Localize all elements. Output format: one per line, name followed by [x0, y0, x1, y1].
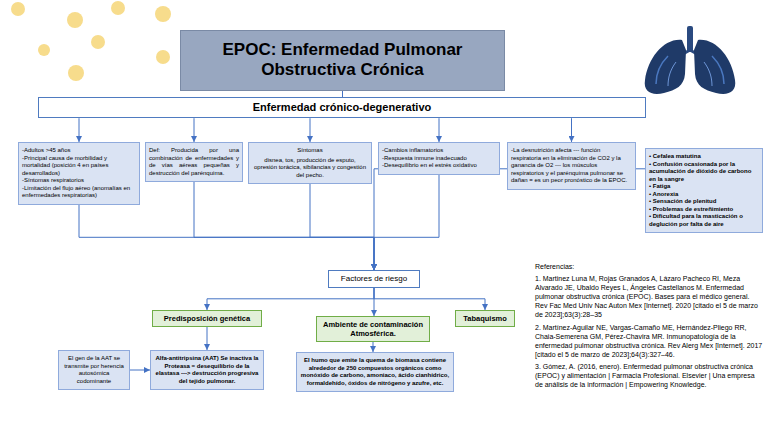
box-text: • Anorexia: [649, 191, 759, 199]
connector: [207, 327, 208, 350]
title-box: EPOC: Enfermedad Pulmonar Obstructiva Cr…: [180, 30, 505, 91]
info-box: -Adultos >45 años-Principal causa de mor…: [18, 142, 140, 205]
box-text: Alfa-antitripsina (AAT) Se inactiva la P…: [154, 355, 260, 385]
info-box: -Cambios inflamatorios-Respuesta inmune …: [378, 142, 500, 175]
box-text: -Desequilibrio en el estrés oxidativo: [382, 162, 496, 170]
box-text: • Sensación de plenitud: [649, 198, 759, 206]
box-text: Enfermedad crónico-degenerativo: [42, 101, 642, 114]
detail-box: Alfa-antitripsina (AAT) Se inactiva la P…: [150, 350, 264, 390]
box-text: • Fatiga: [649, 183, 759, 191]
box-text: -Limitación del flujo aéreo (anomalías e…: [22, 185, 136, 200]
box-text: -Adultos >45 años: [22, 147, 136, 155]
connector: [79, 118, 80, 142]
reference-entry: 1. Martinez Luna M, Rojas Granados A, Lá…: [535, 274, 763, 319]
box-text: Predisposición genética: [156, 314, 258, 323]
factor-box: Predisposición genética: [152, 310, 262, 327]
box-text: Factores de riesgo: [332, 274, 416, 284]
detail-box: El gen de la AAT se transmite por herenc…: [58, 350, 130, 390]
category-band: Enfermedad crónico-degenerativo: [38, 97, 646, 118]
box-text: • Problemas de estreñimiento: [649, 206, 759, 214]
factor-box: Tabaquismo: [455, 310, 515, 327]
reference-entry: 2. Martínez-Aguilar NE, Vargas-Camaño ME…: [535, 323, 763, 359]
box-text: • Confusión ocasionada por la acumulació…: [649, 161, 759, 184]
detail-box: El humo que emite la quema de biomasa co…: [296, 352, 454, 392]
box-text: -Principal causa de morbilidad y mortali…: [22, 155, 136, 178]
box-text: EPOC: Enfermedad Pulmonar Obstructiva Cr…: [189, 40, 496, 81]
box-text: Ambiente de contaminación Atmosférica.: [320, 320, 426, 338]
box-text: -Respuesta inmune inadecuado: [382, 155, 496, 163]
connector: [310, 184, 374, 270]
factor-box: Ambiente de contaminación Atmosférica.: [316, 316, 430, 342]
box-text: -Síntomas respiratorios: [22, 177, 136, 185]
connector: [374, 288, 485, 310]
connector: [439, 118, 440, 142]
connector: [636, 168, 645, 169]
connector: [194, 182, 374, 270]
connector: [194, 118, 195, 142]
connector: [374, 175, 439, 271]
box-text: -Cambios inflamatorios: [382, 147, 496, 155]
info-box: -La desnutrición afecta --- función resp…: [507, 142, 636, 190]
connector: [207, 288, 374, 310]
connector: [130, 370, 150, 371]
box-text: Def: Producida por una combinación de en…: [149, 147, 239, 177]
box-text: El gen de la AAT se transmite por herenc…: [62, 355, 126, 385]
box-text: El humo que emite la quema de biomasa co…: [300, 357, 450, 387]
box-text: • Cefalea matutina: [649, 153, 759, 161]
hub-box: Factores de riesgo: [328, 270, 420, 288]
definition-box: Def: Producida por una combinación de en…: [145, 142, 243, 182]
reference-entry: 3. Gómez, A. (2016, enero). Enfermedad p…: [535, 362, 763, 389]
box-text: Tabaquismo: [459, 314, 511, 323]
box-text: disnea, tos, producción de esputo, opres…: [252, 157, 368, 180]
lungs-illustration: [645, 26, 736, 94]
connector: [310, 118, 311, 142]
references-heading: Referencias:: [535, 262, 763, 271]
symptoms-box: Síntomas disnea, tos, producción de esput…: [248, 142, 372, 184]
box-text: -La desnutrición afecta --- función resp…: [511, 147, 632, 185]
yellow-dots: [11, 1, 171, 81]
box-text: Síntomas: [252, 147, 368, 155]
bullet-list-box: • Cefalea matutina• Confusión ocasionada…: [645, 148, 763, 233]
box-text: • Dificultad para la masticación o deglu…: [649, 213, 759, 228]
connector: [571, 118, 572, 142]
references: Referencias: 1. Martinez Luna M, Rojas Gr…: [535, 262, 763, 392]
connector: [373, 342, 374, 352]
